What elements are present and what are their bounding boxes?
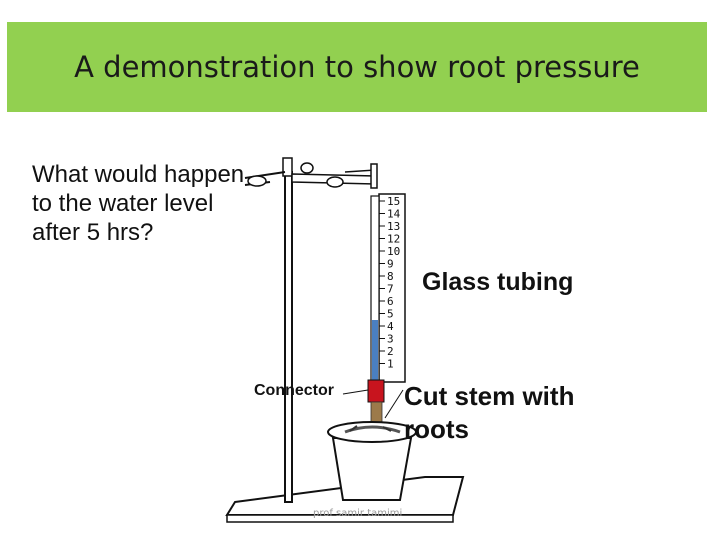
scale-tick-label: 14 xyxy=(387,208,401,221)
scale-tick-label: 3 xyxy=(387,333,394,346)
scale-tick-label: 15 xyxy=(387,195,400,208)
scale-tick-label: 9 xyxy=(387,258,394,271)
title-bar: A demonstration to show root pressure xyxy=(7,22,707,112)
stand-rod xyxy=(282,157,293,503)
slide-title: A demonstration to show root pressure xyxy=(74,50,640,84)
plant-pot xyxy=(327,421,417,501)
connector xyxy=(367,379,385,403)
scale-tick-label: 6 xyxy=(387,295,394,308)
label-glass-tubing: Glass tubing xyxy=(422,268,574,296)
label-connector: Connector xyxy=(254,382,334,399)
scale-tick-label: 10 xyxy=(387,245,400,258)
scale-tick-label: 2 xyxy=(387,345,394,358)
watermark: prof samir tamimi xyxy=(313,508,403,519)
label-cut-stem: Cut stem with roots xyxy=(404,381,575,444)
clamp-arm xyxy=(244,162,378,189)
scale-tick-label: 7 xyxy=(387,283,394,296)
scale-tick-label: 12 xyxy=(387,233,400,246)
question-text: What would happen to the water level aft… xyxy=(32,161,245,246)
water-column xyxy=(372,320,378,380)
label-pointers xyxy=(342,389,404,419)
scale-tick-label: 8 xyxy=(387,270,394,283)
scale-tick-label: 13 xyxy=(387,220,400,233)
scale-tick-label: 5 xyxy=(387,308,394,321)
scale-tick-label: 1 xyxy=(387,358,394,371)
scale-tick-label: 4 xyxy=(387,320,394,333)
